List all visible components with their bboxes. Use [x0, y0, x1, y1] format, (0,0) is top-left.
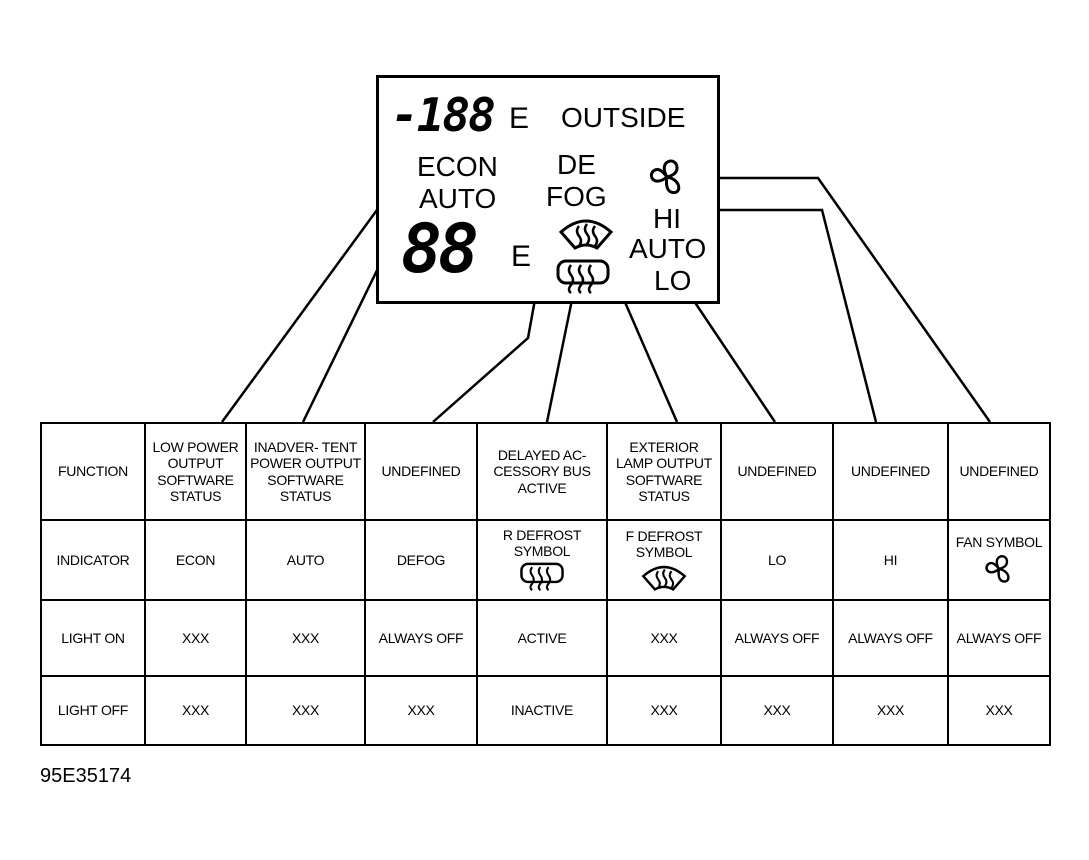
climate-display-panel: -188 E OUTSIDE ECON AUTO 88 E DE FOG HI … — [376, 75, 720, 304]
leader-line-hi — [688, 208, 878, 423]
indicator-cell: F DEFROST SYMBOL — [606, 519, 722, 601]
function-cell: UNDEFINED — [720, 422, 834, 521]
indicator-cell-label: FAN SYMBOL — [955, 533, 1043, 550]
light-on-cell: ALWAYS OFF — [364, 599, 478, 677]
indicator-cell: R DEFROST SYMBOL — [476, 519, 608, 601]
row-label-indicator: INDICATOR — [40, 519, 146, 601]
light-off-cell: INACTIVE — [476, 675, 608, 746]
indicator-cell: HI — [832, 519, 949, 601]
function-cell: DELAYED AC- CESSORY BUS ACTIVE — [476, 422, 608, 521]
function-cell: UNDEFINED — [364, 422, 478, 521]
hi-label: HI — [653, 203, 681, 234]
light-on-cell: XXX — [606, 599, 722, 677]
figure-id: 95E35174 — [40, 765, 132, 787]
function-cell: INADVER- TENT POWER OUTPUT SOFTWARE STAT… — [245, 422, 366, 521]
light-on-cell: XXX — [144, 599, 247, 677]
fan-icon — [650, 159, 681, 195]
function-cell: LOW POWER OUTPUT SOFTWARE STATUS — [144, 422, 247, 521]
light-off-cell: XXX — [245, 675, 366, 746]
indicator-cell-label: R DEFROST SYMBOL — [502, 526, 582, 559]
rear-defrost-icon — [520, 562, 564, 592]
front-defrost-icon — [558, 219, 614, 250]
light-off-cell: XXX — [364, 675, 478, 746]
light-on-cell: ACTIVE — [476, 599, 608, 677]
indicator-cell: LO — [720, 519, 834, 601]
indicator-cell: ECON — [144, 519, 247, 601]
indicator-cell-label: F DEFROST SYMBOL — [625, 527, 703, 560]
light-off-cell: XXX — [144, 675, 247, 746]
light-on-cell: XXX — [245, 599, 366, 677]
outside-temp-unit: E — [509, 102, 530, 135]
fog-label: FOG — [546, 181, 607, 212]
light-on-cell: ALWAYS OFF — [720, 599, 834, 677]
light-off-cell: XXX — [606, 675, 722, 746]
econ-label: ECON — [417, 151, 498, 182]
leader-line-lo — [690, 297, 777, 423]
function-cell: UNDEFINED — [832, 422, 949, 521]
light-on-cell: ALWAYS OFF — [832, 599, 949, 677]
light-off-cell: XXX — [947, 675, 1051, 746]
indicator-table: FUNCTION LOW POWER OUTPUT SOFTWARE STATU… — [40, 422, 1051, 746]
row-label-light-on: LIGHT ON — [40, 599, 146, 677]
rear-defrost-icon — [556, 259, 610, 294]
light-off-cell: XXX — [720, 675, 834, 746]
fan-icon — [985, 555, 1010, 583]
indicator-cell: FAN SYMBOL — [947, 519, 1051, 601]
indicator-cell: AUTO — [245, 519, 366, 601]
set-temp-unit: E — [511, 240, 532, 273]
outside-temp-digits: -188 — [391, 88, 496, 142]
leader-line-rear-defrost — [545, 284, 577, 423]
indicator-cell: DEFOG — [364, 519, 478, 601]
row-label-function: FUNCTION — [40, 422, 146, 521]
function-cell: UNDEFINED — [947, 422, 1051, 521]
auto-right-label: AUTO — [629, 233, 707, 264]
set-temp-digits: 88 — [401, 210, 479, 289]
front-defrost-icon — [641, 565, 687, 592]
outside-label: OUTSIDE — [561, 102, 686, 133]
leader-line-fan — [692, 176, 992, 423]
light-off-cell: XXX — [832, 675, 949, 746]
indicator-row: INDICATOR ECON AUTO DEFOG R DEFROST SYMB… — [40, 519, 1051, 601]
leader-line-econ — [220, 172, 406, 423]
light-on-row: LIGHT ON XXX XXX ALWAYS OFF ACTIVE XXX A… — [40, 599, 1051, 677]
function-cell: EXTERIOR LAMP OUTPUT SOFTWARE STATUS — [606, 422, 722, 521]
lo-label: LO — [654, 265, 692, 296]
auto-left-label: AUTO — [419, 183, 497, 214]
function-row: FUNCTION LOW POWER OUTPUT SOFTWARE STATU… — [40, 422, 1051, 521]
light-off-row: LIGHT OFF XXX XXX XXX INACTIVE XXX XXX X… — [40, 675, 1051, 746]
row-label-light-off: LIGHT OFF — [40, 675, 146, 746]
de-label: DE — [557, 149, 596, 180]
light-on-cell: ALWAYS OFF — [947, 599, 1051, 677]
